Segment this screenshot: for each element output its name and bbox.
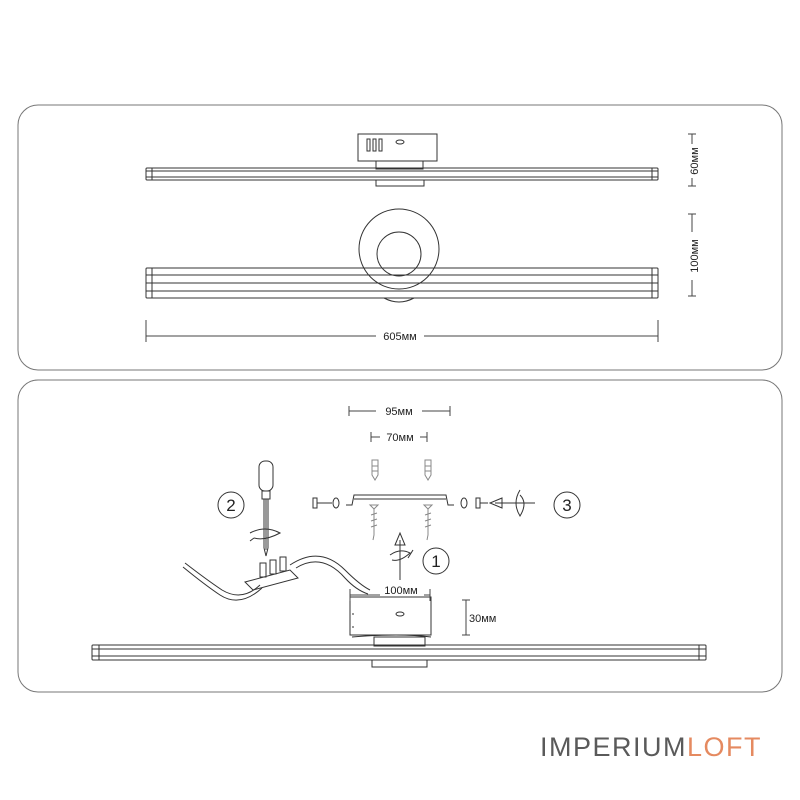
- screws: [368, 504, 434, 541]
- rotation-arrow-icon-right: [488, 489, 535, 517]
- dim-lines-bracket: [348, 406, 451, 442]
- step-2-label: 2: [226, 496, 235, 515]
- dim-bracket-inner: 70мм: [386, 432, 413, 444]
- top-panel: [17, 104, 783, 371]
- step-1-label: 1: [431, 552, 440, 571]
- dim-side-height: 60мм: [689, 147, 701, 174]
- side-view-fixture: [145, 133, 659, 187]
- dim-front-height: 100мм: [689, 239, 701, 272]
- mounting-bracket: [312, 494, 488, 509]
- dim-base-width: 100мм: [384, 585, 417, 597]
- step-3-label: 3: [562, 496, 571, 515]
- dim-lines-top: [145, 133, 696, 342]
- brand-name-part2: LOFT: [687, 732, 763, 762]
- canopy-assembly: [349, 596, 432, 668]
- screwdriver-icon: [249, 460, 282, 557]
- step-3-circle: [553, 491, 581, 519]
- rotation-arrow-icon: [389, 531, 414, 580]
- terminal-block: [182, 555, 371, 601]
- dim-bracket-outer: 95мм: [385, 406, 412, 418]
- front-view-fixture: [145, 208, 659, 303]
- dim-total-width: 605мм: [383, 331, 416, 343]
- dim-base-height: 30мм: [469, 613, 496, 625]
- dim-lines-base: [349, 589, 470, 636]
- bottom-panel: [17, 379, 783, 693]
- light-bar: [91, 644, 707, 661]
- wall-anchors: [371, 459, 432, 481]
- step-2-circle: [217, 491, 245, 519]
- brand-logo: IMPERIUMLOFT: [540, 732, 762, 763]
- step-1-circle: [422, 547, 450, 575]
- brand-name-part1: IMPERIUM: [540, 732, 687, 762]
